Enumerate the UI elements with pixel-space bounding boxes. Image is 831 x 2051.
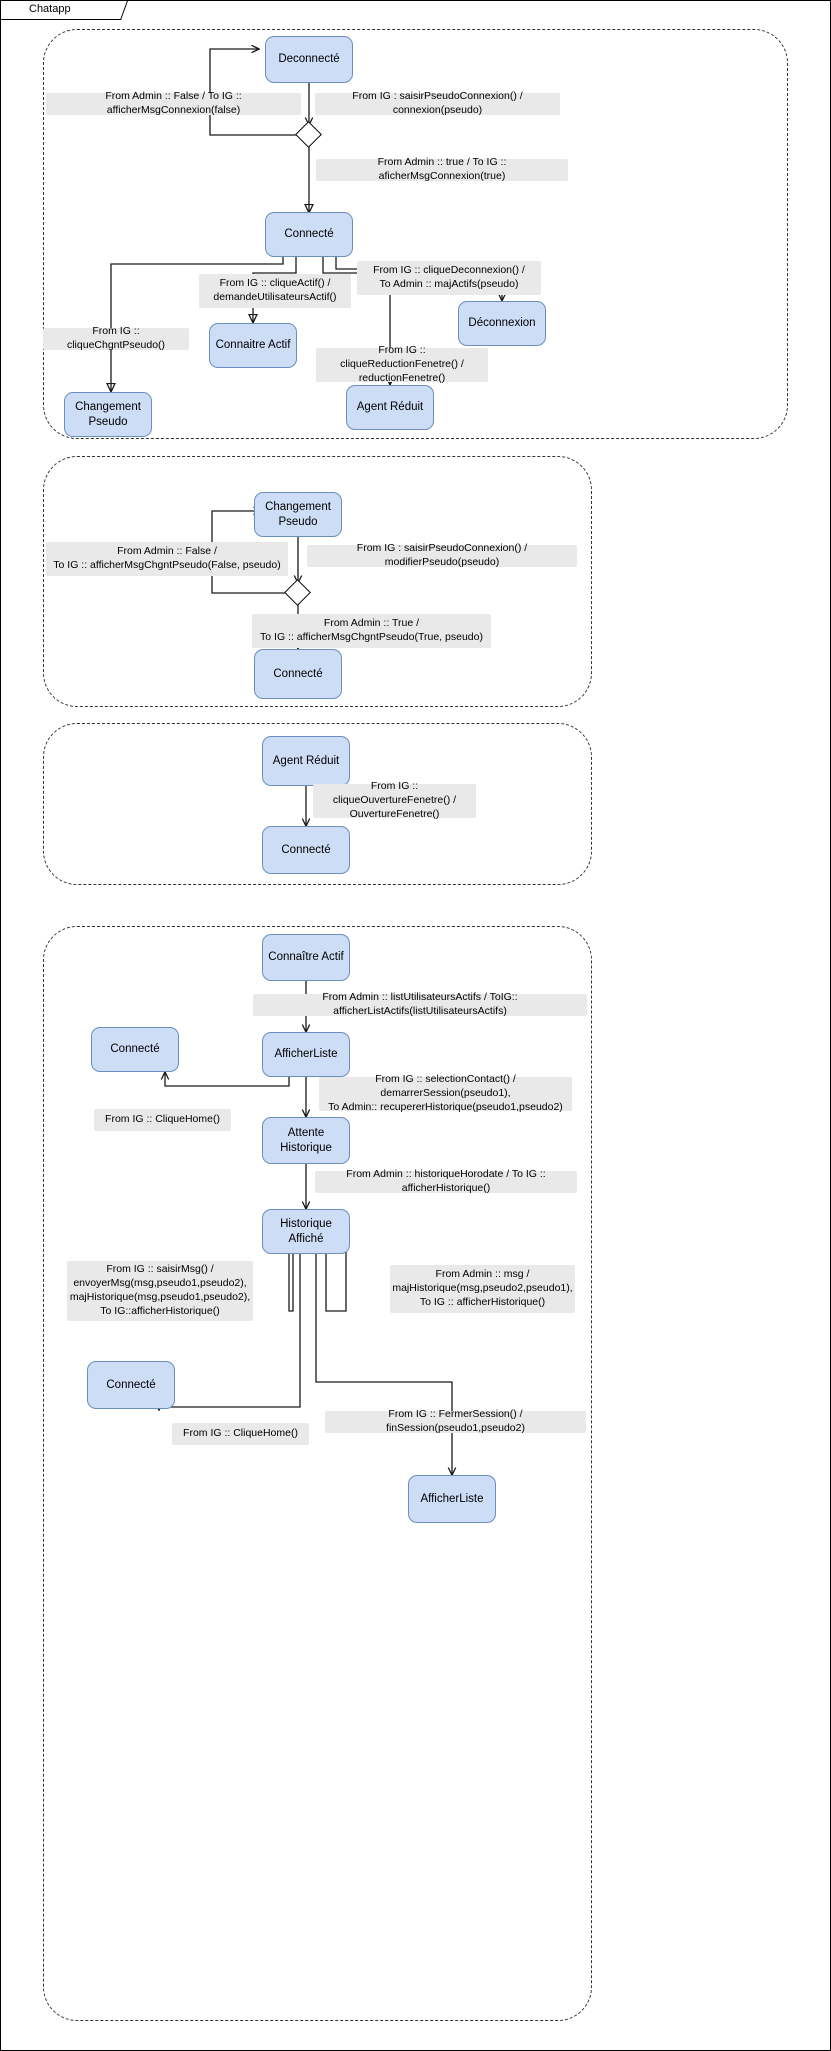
state-label: Agent Réduit — [356, 401, 424, 414]
transition-label-admin-true: From Admin :: true / To IG :: aficherMsg… — [316, 156, 568, 182]
transition-label-admin-false: From Admin :: False / To IG :: afficherM… — [46, 90, 301, 116]
state-agent-reduit[interactable]: Agent Réduit — [346, 385, 434, 430]
state-label: Connecté — [110, 1043, 160, 1056]
state-label: Deconnecté — [278, 53, 340, 66]
state-label: AfficherListe — [274, 1048, 338, 1061]
transition-label-clique-home-2: From IG :: CliqueHome() — [172, 1423, 309, 1445]
transition-label-fermer-session: From IG :: FermerSession() / finSession(… — [325, 1408, 586, 1434]
transition-label-chgnt-pseudo-true: From Admin :: True / To IG :: afficherMs… — [252, 614, 491, 648]
state-agent-reduit-3[interactable]: Agent Réduit — [262, 736, 350, 786]
state-label: Connecté — [273, 667, 323, 680]
region-connexion — [43, 29, 788, 439]
state-label: AfficherListe — [420, 1492, 484, 1505]
state-changement-pseudo-2[interactable]: Changement Pseudo — [254, 492, 342, 537]
state-label: Attente Historique — [280, 1127, 332, 1154]
state-changement-pseudo[interactable]: Changement Pseudo — [64, 392, 152, 437]
state-label: Connaitre Actif — [215, 339, 291, 352]
transition-label-reduction-fenetre: From IG :: cliqueReductionFenetre() / re… — [316, 344, 488, 384]
state-historique-affiche[interactable]: Historique Affiché — [262, 1209, 350, 1254]
state-connaitre-actif[interactable]: Connaitre Actif — [209, 323, 297, 368]
state-afficher-liste[interactable]: AfficherListe — [262, 1032, 350, 1077]
region-changement-pseudo — [43, 456, 592, 707]
state-label: Connecté — [106, 1378, 156, 1391]
state-connecte-4b[interactable]: Connecté — [87, 1361, 175, 1409]
transition-label-selection-contact: From IG :: selectionContact() / demarrer… — [319, 1073, 572, 1113]
state-label: Connecté — [281, 843, 331, 856]
transition-label-clique-deconnexion: From IG :: cliqueDeconnexion() / To Admi… — [357, 261, 541, 295]
transition-label-clique-home-1: From IG :: CliqueHome() — [94, 1109, 231, 1131]
transition-label-clique-actif: From IG :: cliqueActif() / demandeUtilis… — [199, 274, 351, 308]
transition-label-saisir-pseudo: From IG : saisirPseudoConnexion() / conn… — [315, 90, 560, 116]
state-label: Connecté — [284, 228, 334, 241]
state-afficher-liste-2[interactable]: AfficherListe — [408, 1475, 496, 1523]
state-deconnexion[interactable]: Déconnexion — [458, 301, 546, 346]
state-label: Connaître Actif — [268, 951, 344, 964]
state-attente-historique[interactable]: Attente Historique — [262, 1117, 350, 1164]
transition-label-admin-msg: From Admin :: msg / majHistorique(msg,ps… — [390, 1265, 575, 1313]
state-connecte-2[interactable]: Connecté — [254, 649, 342, 699]
state-label: Changement Pseudo — [75, 401, 141, 428]
transition-label-list-utilisateurs-actifs: From Admin :: listUtilisateursActifs / T… — [253, 991, 587, 1017]
window-tab-label: Chatapp — [29, 3, 71, 15]
transition-label-chgnt-pseudo-false: From Admin :: False / To IG :: afficherM… — [46, 542, 288, 576]
transition-label-clique-chgnt-pseudo: From IG :: cliqueChgntPseudo() — [43, 325, 189, 351]
transition-label-historique-horodate: From Admin :: historiqueHorodate / To IG… — [315, 1168, 577, 1194]
state-connecte-4a[interactable]: Connecté — [91, 1027, 179, 1072]
state-connecte-3[interactable]: Connecté — [262, 826, 350, 874]
state-connaitre-actif-4[interactable]: Connaître Actif — [262, 934, 350, 981]
region-agent-reduit — [43, 723, 592, 885]
state-label: Changement Pseudo — [265, 501, 331, 528]
state-deconnecte[interactable]: Deconnecté — [265, 36, 353, 83]
region-session — [43, 926, 592, 2021]
state-connecte[interactable]: Connecté — [265, 212, 353, 257]
transition-label-modifier-pseudo: From IG : saisirPseudoConnexion() / modi… — [307, 542, 577, 568]
transition-label-ouverture-fenetre: From IG :: cliqueOuvertureFenetre() / Ou… — [313, 780, 476, 820]
state-label: Déconnexion — [468, 317, 536, 330]
state-label: Agent Réduit — [272, 754, 340, 767]
transition-label-saisir-msg: From IG :: saisirMsg() / envoyerMsg(msg,… — [67, 1261, 253, 1321]
state-label: Historique Affiché — [280, 1218, 332, 1245]
